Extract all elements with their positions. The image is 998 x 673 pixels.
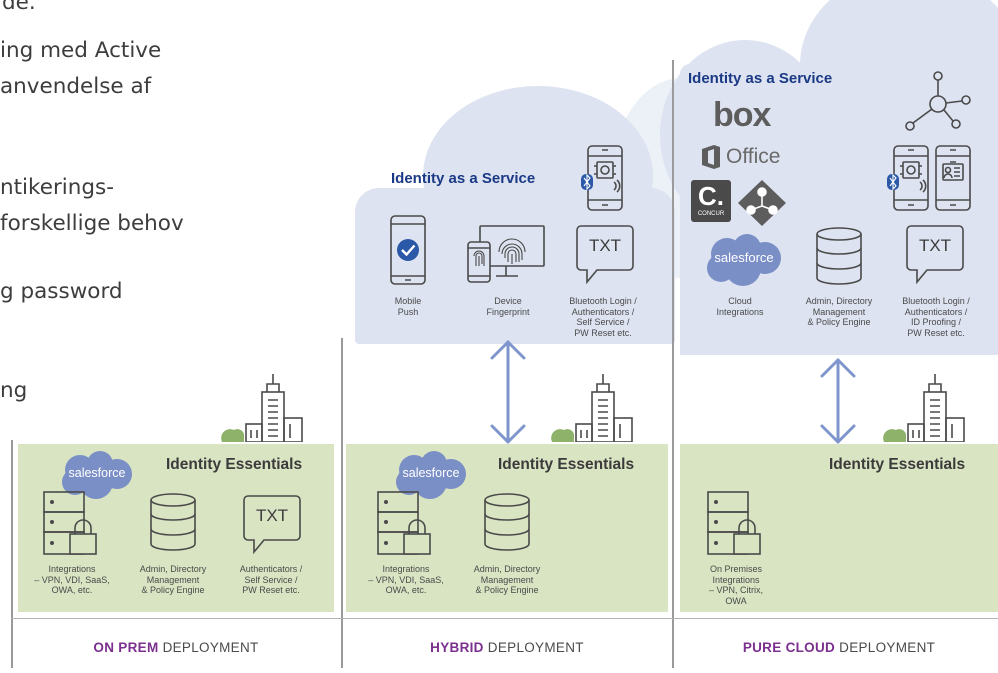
bullet-line-6: g password xyxy=(0,279,123,304)
deployment-row-divider xyxy=(11,618,998,619)
bluetooth-phone-icon xyxy=(581,145,623,211)
hybrid-admin-caption: Admin, Directory Management & Policy Eng… xyxy=(473,564,541,595)
salesforce-logo: salesforce xyxy=(58,450,136,502)
database-icon xyxy=(484,493,530,551)
building-icon xyxy=(883,374,965,442)
database-icon xyxy=(816,227,862,285)
sync-arrow-icon xyxy=(820,358,856,444)
onprem-admin-caption: Admin, Directory Management & Policy Eng… xyxy=(139,564,207,595)
server-lock-icon xyxy=(43,491,97,555)
server-lock-icon xyxy=(707,491,761,555)
pure-cloud-title: Identity as a Service xyxy=(688,70,833,87)
hybrid-integrations-caption: Integrations – VPN, VDI, SaaS, OWA, etc. xyxy=(368,564,444,595)
bullet-line-3: anvendelse af xyxy=(0,74,152,99)
txt-label: TXT xyxy=(588,236,622,255)
hybrid-cloud-title: Identity as a Service xyxy=(391,170,536,187)
mobile-push-caption: Mobile Push xyxy=(394,296,422,317)
fingerprint-icon xyxy=(467,225,545,283)
cloud-deployment-label: PURE CLOUD DEPLOYMENT xyxy=(742,640,936,655)
salesforce-logo: salesforce xyxy=(703,234,785,288)
concur-logo: C. CONCUR xyxy=(691,180,731,222)
onprem-deployment-label: ON PREM DEPLOYMENT xyxy=(93,640,259,655)
office-logo-text: Office xyxy=(726,145,781,168)
onprem-auth-caption: Authenticators / Self Service / PW Reset… xyxy=(239,564,303,595)
cloud-onprem-caption: On Premises Integrations – VPN, Citrix, … xyxy=(708,564,763,606)
divider-right xyxy=(672,60,674,668)
bluetooth-phone-icon xyxy=(887,145,929,211)
salesforce-logo: salesforce xyxy=(392,450,470,502)
box-logo: box xyxy=(713,96,771,134)
cloud-panel xyxy=(680,444,998,612)
network-hub-icon xyxy=(905,71,971,131)
txt-bubble-icon xyxy=(576,225,634,285)
txt-bubble-icon xyxy=(906,225,964,285)
building-icon xyxy=(551,374,633,442)
bullet-line-7: ng xyxy=(0,378,28,403)
share-diamond-icon xyxy=(738,180,786,226)
bullet-line-4: ntikerings- xyxy=(0,175,114,200)
office-icon xyxy=(702,145,720,169)
divider-left xyxy=(11,440,13,668)
server-lock-icon xyxy=(377,491,431,555)
mobile-push-icon xyxy=(390,215,426,285)
id-card-phone-icon xyxy=(935,145,971,211)
sync-arrow-icon xyxy=(490,340,526,444)
bluetooth-caption: Bluetooth Login / Authenticators / Self … xyxy=(569,296,637,338)
cloud-panel-title: Identity Essentials xyxy=(829,456,966,473)
building-icon xyxy=(221,374,303,442)
bullet-line-2: ing med Active xyxy=(0,38,162,63)
database-icon xyxy=(150,493,196,551)
txt-label: TXT xyxy=(918,236,952,255)
fingerprint-caption: Device Fingerprint xyxy=(486,296,530,317)
onprem-integrations-caption: Integrations – VPN, VDI, SaaS, OWA, etc. xyxy=(34,564,110,595)
bullet-line-5: forskellige behov xyxy=(0,211,184,236)
cloud-admin-caption: Admin, Directory Management & Policy Eng… xyxy=(805,296,873,327)
hybrid-panel-title: Identity Essentials xyxy=(498,456,635,473)
txt-bubble-icon xyxy=(243,495,301,555)
onprem-panel-title: Identity Essentials xyxy=(166,456,303,473)
txt-label: TXT xyxy=(255,506,289,525)
hybrid-deployment-label: HYBRID DEPLOYMENT xyxy=(430,640,584,655)
bullet-line-1: de. xyxy=(2,0,36,15)
cloud-integrations-caption: Cloud Integrations xyxy=(716,296,764,317)
divider-middle xyxy=(341,338,343,668)
cloud-bluetooth-caption: Bluetooth Login / Authenticators / ID Pr… xyxy=(902,296,970,338)
